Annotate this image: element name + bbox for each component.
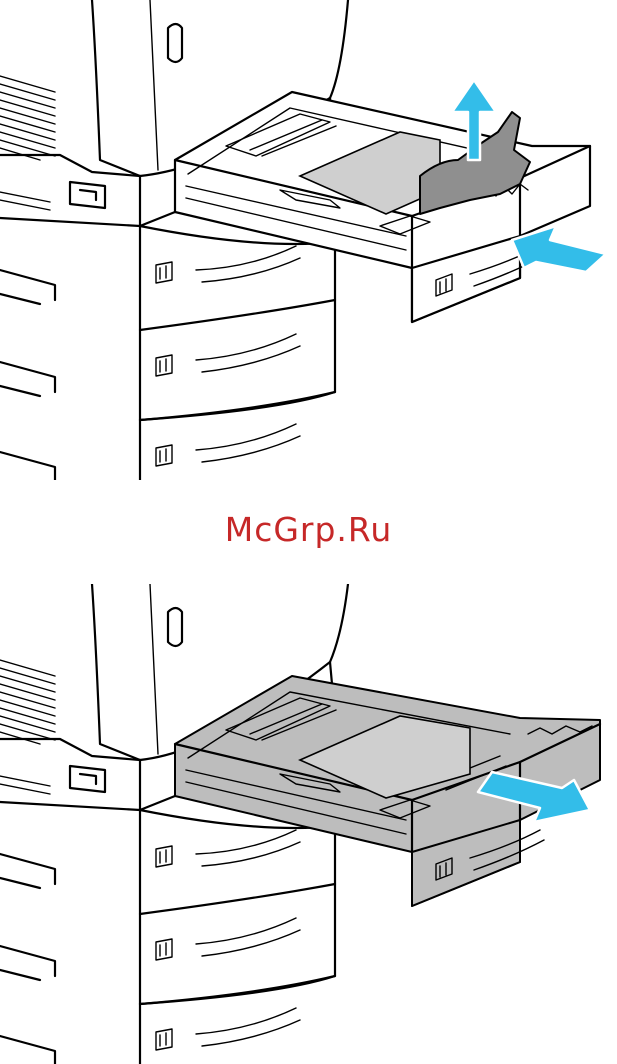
vent-grille xyxy=(0,660,55,794)
printer-drawing-bottom xyxy=(0,584,617,1064)
paper-tray-open xyxy=(175,92,590,322)
side-handle xyxy=(70,766,105,792)
watermark-text: McGrp.Ru xyxy=(0,510,617,549)
illustration-pull-out-tray xyxy=(0,584,617,1064)
printer-drawing-top xyxy=(0,0,617,480)
side-handle xyxy=(70,182,105,208)
lower-trays xyxy=(0,226,335,480)
lower-trays xyxy=(0,810,335,1064)
vent-grille xyxy=(0,76,55,210)
illustration-remove-jammed-paper xyxy=(0,0,617,480)
